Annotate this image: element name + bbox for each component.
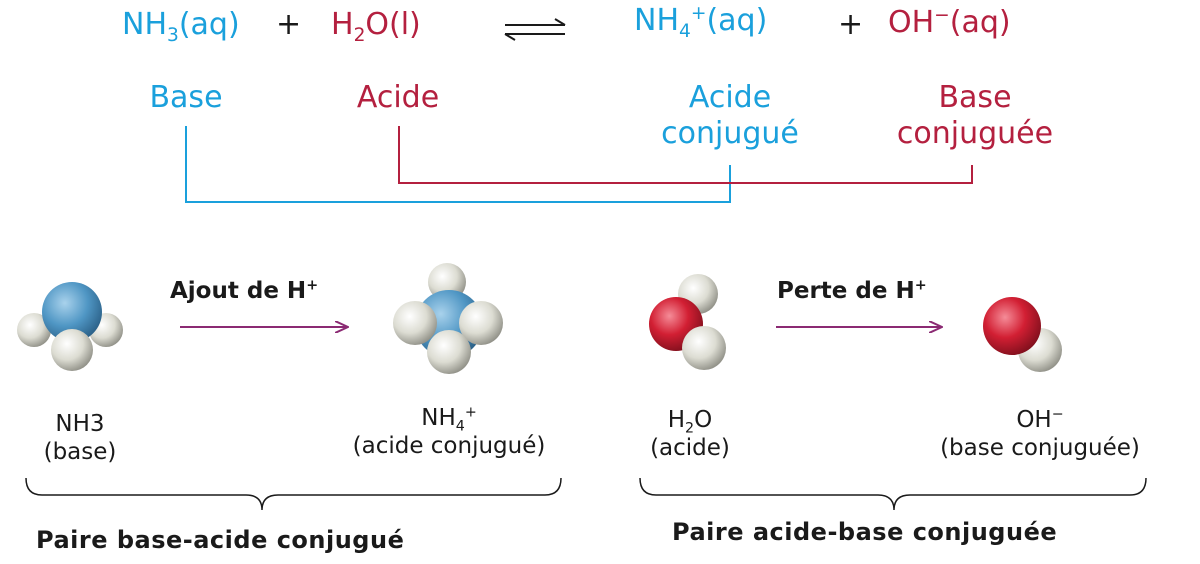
ammonium-label: NH4+ (acide conjugué) xyxy=(352,404,546,459)
hydroxide-label: OH− (base conjuguée) xyxy=(940,406,1140,461)
gain-proton-label: Ajout de H+ xyxy=(170,277,319,304)
product-ammonium: NH4+(aq) xyxy=(634,3,768,42)
base-pair-connector xyxy=(185,126,731,203)
reactant-water: H2O(l) xyxy=(331,7,421,46)
equilibrium-arrow xyxy=(504,18,566,41)
ammonia-molecule xyxy=(17,282,123,371)
reactant-ammonia: NH3(aq) xyxy=(122,7,240,46)
lose-proton-label: Perte de H+ xyxy=(777,277,927,304)
role-conjugate-acid: Acide conjugué xyxy=(661,80,799,151)
left-pair-brace xyxy=(25,477,562,511)
plus-sign-2: + xyxy=(838,7,864,42)
left-pair-label: Paire base-acide conjugué xyxy=(36,526,405,554)
right-pair-brace xyxy=(639,477,1147,511)
plus-sign-1: + xyxy=(276,7,302,42)
right-pair-label: Paire acide-base conjuguée xyxy=(672,518,1058,546)
water-molecule xyxy=(649,274,726,370)
product-hydroxide: OH−(aq) xyxy=(888,5,1011,40)
acid-pair-connector xyxy=(398,126,973,184)
water-label: H2O (acide) xyxy=(650,407,730,461)
role-base: Base xyxy=(149,80,223,115)
ammonium-molecule xyxy=(393,263,503,374)
role-acid: Acide xyxy=(356,80,440,115)
role-conjugate-base: Base conjuguée xyxy=(896,80,1054,151)
hydroxide-molecule xyxy=(983,297,1062,372)
ammonia-label: NH3 (base) xyxy=(43,411,117,465)
